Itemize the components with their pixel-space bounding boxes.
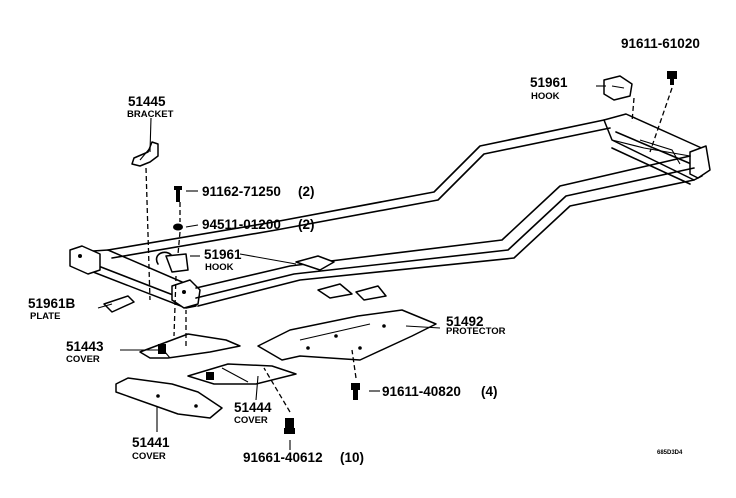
label-nut-bracket: 94511-01200 (2) bbox=[202, 217, 315, 232]
part-number: 91611-61020 bbox=[621, 36, 700, 51]
cover-51444-part bbox=[187, 363, 297, 385]
part-name: COVER bbox=[234, 415, 268, 426]
part-number: 51961B bbox=[28, 296, 76, 311]
part-number: 91162-71250 bbox=[202, 184, 281, 199]
bolt-bracket-icon bbox=[174, 186, 182, 202]
part-number: 51441 bbox=[132, 435, 170, 450]
part-number: 51443 bbox=[66, 339, 104, 354]
part-number: 51445 bbox=[128, 94, 166, 109]
part-name: PLATE bbox=[30, 311, 60, 322]
label-bolt-protector: 91611-40820 (4) bbox=[382, 384, 498, 399]
label-plate: 51961B PLATE bbox=[28, 296, 76, 322]
plate-part bbox=[103, 295, 135, 313]
assembly-lines bbox=[145, 87, 673, 413]
cover-51441-part bbox=[115, 377, 223, 419]
part-name: PROTECTOR bbox=[446, 326, 506, 337]
part-qty: (2) bbox=[298, 184, 315, 199]
protector-part bbox=[257, 309, 437, 361]
part-name: COVER bbox=[66, 354, 100, 365]
chassis-frame bbox=[69, 113, 711, 309]
part-name: BRACKET bbox=[127, 109, 174, 120]
leader-lines bbox=[97, 85, 606, 450]
part-qty: (10) bbox=[340, 450, 364, 465]
part-qty: (2) bbox=[298, 217, 315, 232]
cover-51443-part bbox=[139, 333, 241, 359]
bracket-part bbox=[131, 141, 159, 167]
part-number: 51961 bbox=[530, 75, 568, 90]
nut-bracket-icon bbox=[173, 223, 183, 231]
label-hook-front: 51961 HOOK bbox=[204, 247, 242, 273]
part-number: 91611-40820 bbox=[382, 384, 461, 399]
label-cover-51444: 51444 COVER bbox=[234, 400, 272, 426]
label-hook-rear: 51961 HOOK bbox=[530, 75, 568, 102]
part-name: HOOK bbox=[205, 262, 234, 273]
label-bracket: 51445 BRACKET bbox=[127, 94, 174, 120]
part-name: HOOK bbox=[531, 91, 560, 102]
part-number: 51961 bbox=[204, 247, 242, 262]
part-name: COVER bbox=[132, 451, 166, 462]
label-bolt-bracket: 91162-71250 (2) bbox=[202, 184, 315, 199]
label-cover-51443: 51443 COVER bbox=[66, 339, 104, 365]
hook-rear-part bbox=[603, 75, 633, 101]
bolt-top-icon bbox=[667, 71, 677, 85]
label-cover-51441: 51441 COVER bbox=[132, 435, 170, 462]
hook-front-part bbox=[155, 251, 189, 273]
figure-code: 685D3D4 bbox=[657, 450, 683, 456]
part-number: 51444 bbox=[234, 400, 272, 415]
label-protector: 51492 PROTECTOR bbox=[446, 314, 506, 337]
bolt-cover-icon bbox=[284, 418, 295, 434]
label-bolt-top: 91611-61020 bbox=[621, 36, 700, 51]
bolt-protector-icon bbox=[351, 383, 360, 400]
label-bolt-cover: 91661-40612 (10) bbox=[243, 450, 364, 465]
part-number: 94511-01200 bbox=[202, 217, 281, 232]
part-qty: (4) bbox=[481, 384, 498, 399]
part-number: 91661-40612 bbox=[243, 450, 323, 465]
part-number: 51492 bbox=[446, 314, 484, 329]
